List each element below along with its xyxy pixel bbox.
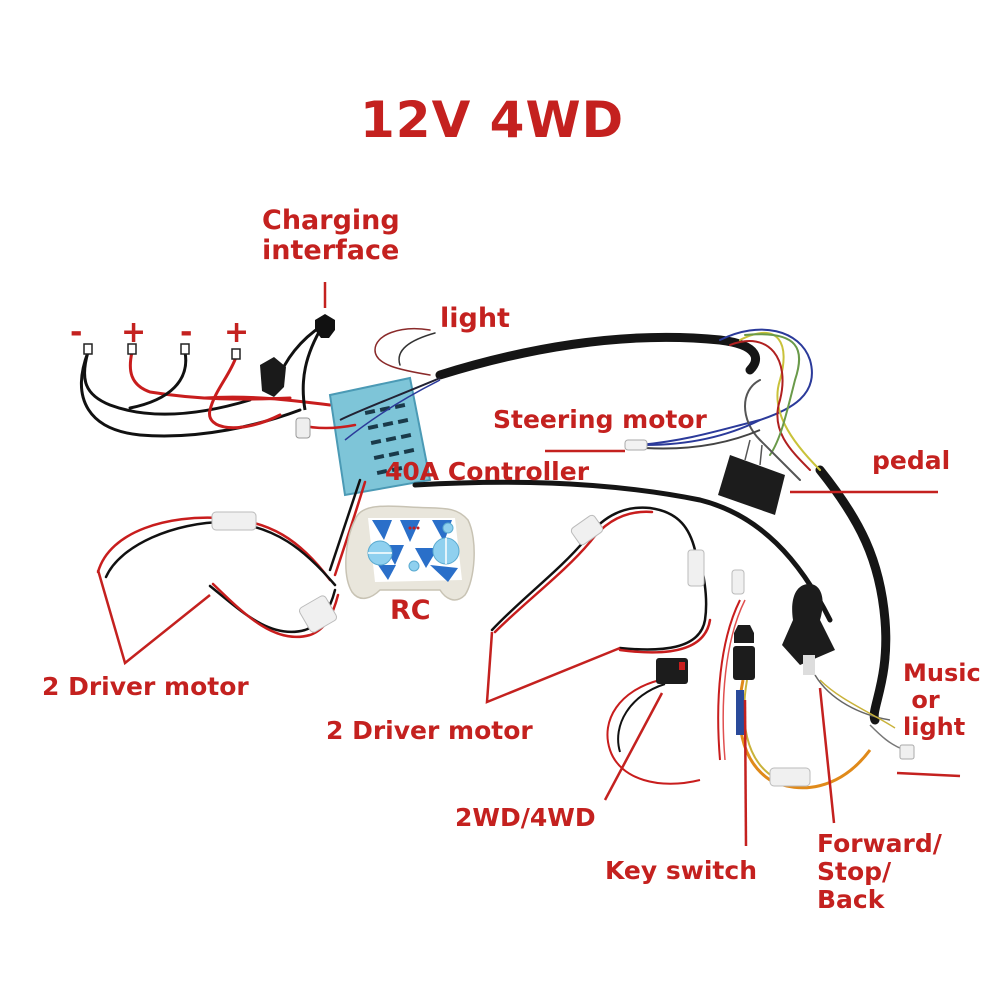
label-2wd-4wd: 2WD/4WD bbox=[455, 803, 596, 832]
remote-control-icon bbox=[345, 505, 475, 601]
pedal-icon bbox=[718, 439, 785, 515]
label-steering-motor: Steering motor bbox=[493, 405, 707, 434]
center-motor-wires bbox=[490, 506, 745, 654]
label-driver-motor-left: 2 Driver motor bbox=[42, 672, 249, 701]
label-music-or-light: Music or light bbox=[903, 659, 981, 741]
connector-icon bbox=[731, 569, 745, 595]
left-motor-wires bbox=[96, 511, 340, 639]
label-key-switch: Key switch bbox=[605, 856, 758, 885]
charging-port-icon bbox=[260, 314, 335, 411]
label-controller: 40A Controller bbox=[385, 457, 590, 486]
battery-terminal-icon bbox=[83, 343, 93, 355]
label-charging-interface: Charging interface bbox=[262, 205, 400, 267]
diagram-title: 12V 4WD bbox=[360, 91, 625, 149]
rocker-switch-icon bbox=[606, 599, 746, 785]
battery-terminal-icon bbox=[231, 348, 241, 360]
controller-wires bbox=[295, 417, 833, 623]
label-driver-motor-center: 2 Driver motor bbox=[326, 716, 533, 745]
connector-icon bbox=[687, 549, 705, 587]
battery-terminal-negative-2: - bbox=[180, 315, 193, 350]
battery-terminal-negative-1: - bbox=[70, 315, 83, 350]
steering-motor-connector-icon bbox=[624, 419, 761, 451]
key-switch-icon bbox=[733, 625, 872, 790]
connector-icon bbox=[298, 595, 338, 633]
battery-terminal-icon bbox=[127, 343, 137, 355]
battery-terminal-positive-1: + bbox=[121, 315, 147, 350]
label-rc: RC bbox=[390, 595, 431, 626]
connector-icon bbox=[211, 511, 257, 531]
connector-icon bbox=[570, 514, 604, 546]
direction-switch-icon bbox=[782, 583, 915, 760]
label-light: light bbox=[440, 303, 510, 334]
battery-leads bbox=[80, 343, 332, 438]
controller-icon bbox=[328, 376, 441, 497]
label-forward-stop-back: Forward/ Stop/ Back bbox=[817, 829, 942, 914]
label-pedal: pedal bbox=[872, 446, 951, 475]
battery-terminal-icon bbox=[180, 343, 190, 355]
battery-terminal-positive-2: + bbox=[224, 315, 250, 350]
main-harness bbox=[374, 328, 891, 725]
leader-lines bbox=[96, 282, 961, 847]
